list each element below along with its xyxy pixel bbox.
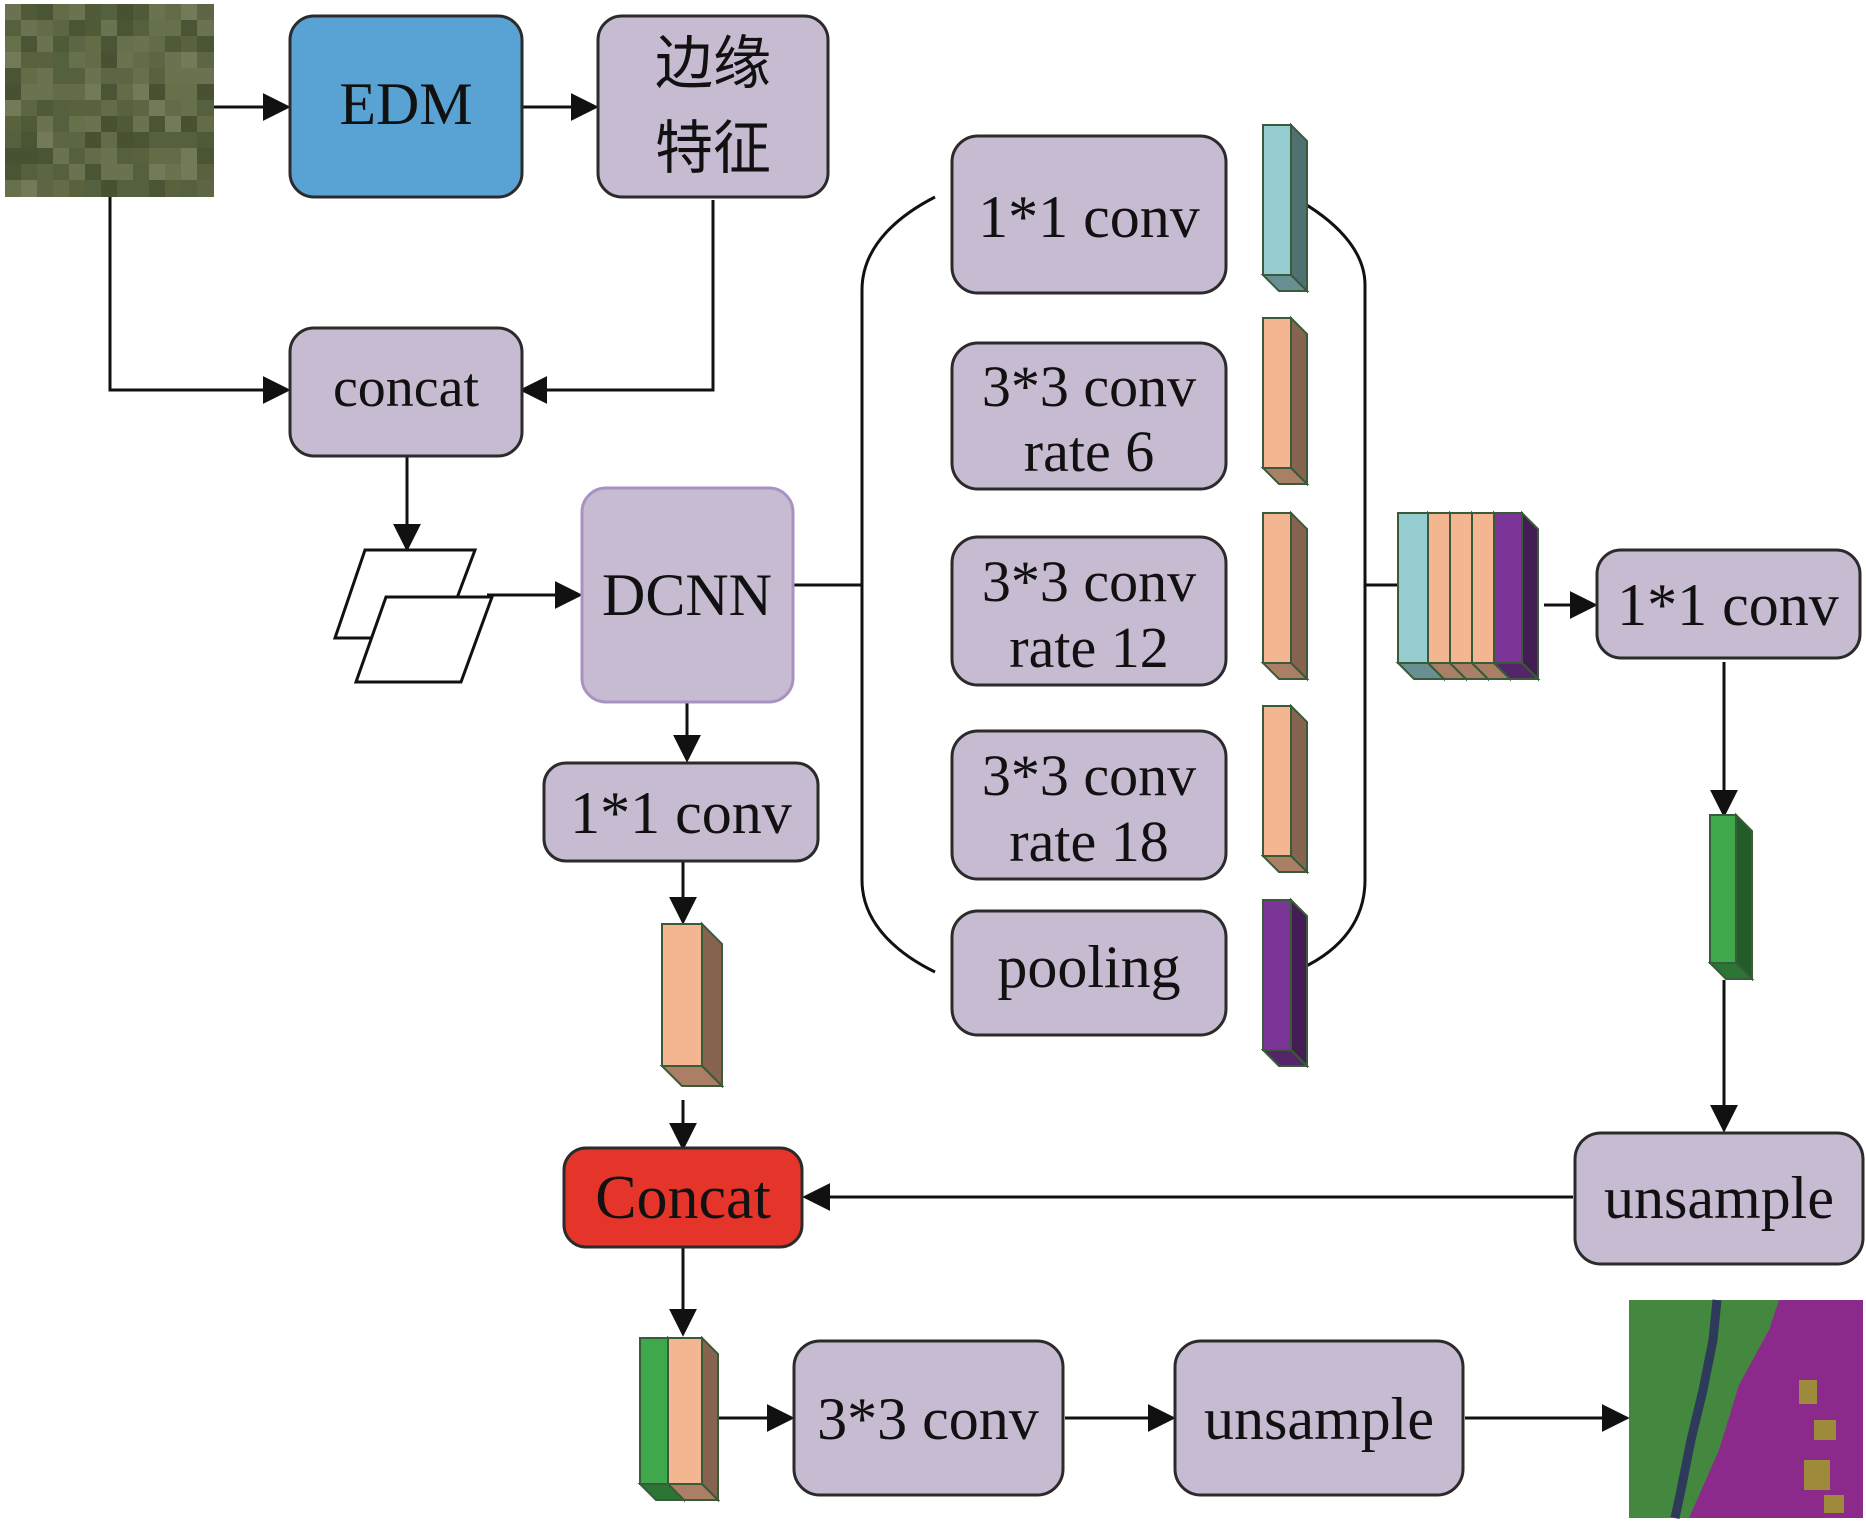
unsample-right-block: unsample: [1573, 1131, 1865, 1266]
low-level-feature: [659, 921, 725, 1089]
aspp-rate6-block: 3*3 conv rate 6: [950, 341, 1228, 491]
aspp-concat-stack-5: [1491, 510, 1541, 682]
input-image: [5, 4, 214, 197]
aspp-rate18-block: 3*3 conv rate 18: [950, 729, 1228, 881]
concat-main-block: Concat: [562, 1146, 804, 1249]
aspp-rate12-line2: rate 12: [1009, 615, 1168, 680]
concat-top-label: concat: [333, 357, 480, 419]
dcnn-label: DCNN: [602, 562, 772, 628]
aspp-rate6-line2: rate 6: [1024, 419, 1154, 484]
nodes: EDM 边缘 特征 concat DCNN 1*1 conv 1*1 conv …: [288, 14, 1865, 1497]
aspp-rate12-line1: 3*3 conv: [982, 549, 1196, 614]
edm-label: EDM: [339, 71, 472, 137]
edge-feature-block: 边缘 特征: [596, 14, 830, 199]
output-segmentation-image: [1629, 1299, 1863, 1519]
unsample-bottom-block: unsample: [1173, 1339, 1465, 1497]
aspp-pooling-feature: [1260, 897, 1310, 1069]
concat-output-peach: [665, 1335, 721, 1503]
conv1x1-right-block: 1*1 conv: [1595, 548, 1862, 660]
conv1x1-low-label: 1*1 conv: [570, 780, 792, 846]
aspp-conv1x1-feature: [1260, 122, 1310, 294]
aspp-rate12-block: 3*3 conv rate 12: [950, 535, 1228, 687]
edge-feature-line2: 特征: [655, 116, 771, 181]
aspp-rate6-feature: [1260, 315, 1310, 487]
aspp-rate18-feature: [1260, 703, 1310, 875]
aspp-rate6-line1: 3*3 conv: [982, 354, 1196, 419]
aspp-rate12-feature: [1260, 510, 1310, 682]
aspp-pooling-label: pooling: [997, 934, 1180, 1000]
conv3x3-bottom-label: 3*3 conv: [817, 1386, 1039, 1452]
aspp-conv1x1-block: 1*1 conv: [950, 134, 1228, 295]
conv3x3-bottom-block: 3*3 conv: [792, 1339, 1065, 1497]
dcnn-block: DCNN: [580, 486, 795, 704]
feature-map-stack: [332, 548, 495, 684]
aspp-pooling-block: pooling: [950, 909, 1228, 1037]
aspp-rate18-line1: 3*3 conv: [982, 743, 1196, 808]
conv1x1-low-block: 1*1 conv: [542, 761, 820, 863]
edge-feature-line1: 边缘: [655, 31, 771, 96]
connectors: [108, 93, 1738, 1432]
unsample-bottom-label: unsample: [1204, 1386, 1434, 1452]
concat-top-block: concat: [288, 326, 524, 458]
concat-main-label: Concat: [595, 1164, 771, 1232]
conv1x1-right-label: 1*1 conv: [1617, 572, 1839, 638]
aspp-conv1x1-label: 1*1 conv: [978, 184, 1200, 250]
aspp-rate18-line2: rate 18: [1009, 809, 1168, 874]
feature-blocks: [637, 122, 1755, 1503]
conv1x1-right-feature: [1707, 812, 1755, 982]
unsample-right-label: unsample: [1604, 1165, 1834, 1231]
edm-block: EDM: [288, 14, 524, 199]
